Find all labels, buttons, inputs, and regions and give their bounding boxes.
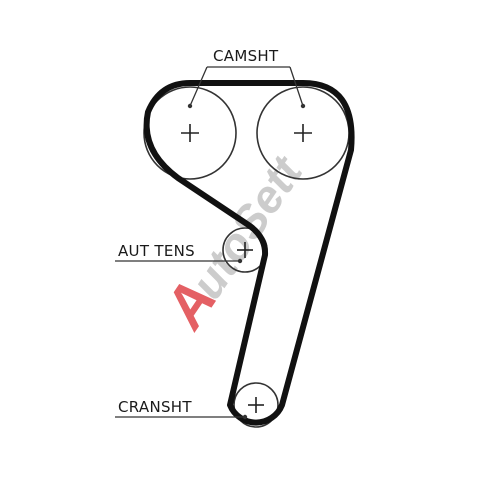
tensioner-leader-dot: [237, 258, 243, 264]
crankshaft-leader-dot: [242, 414, 248, 420]
camshaft-pulley-left: [143, 86, 237, 180]
camshaft-leader-dots: [187, 103, 306, 109]
center-marks: [181, 124, 312, 413]
crankshaft-label: CRANSHT: [118, 398, 192, 416]
timing-belt: [143, 80, 355, 426]
tensioner-label: AUT TENS: [118, 242, 195, 260]
crankshaft-pulley: [233, 382, 279, 428]
watermark: A utoSett: [151, 146, 313, 341]
camshaft-label: CAMSHT: [213, 47, 279, 65]
camshaft-leader: [189, 66, 304, 107]
